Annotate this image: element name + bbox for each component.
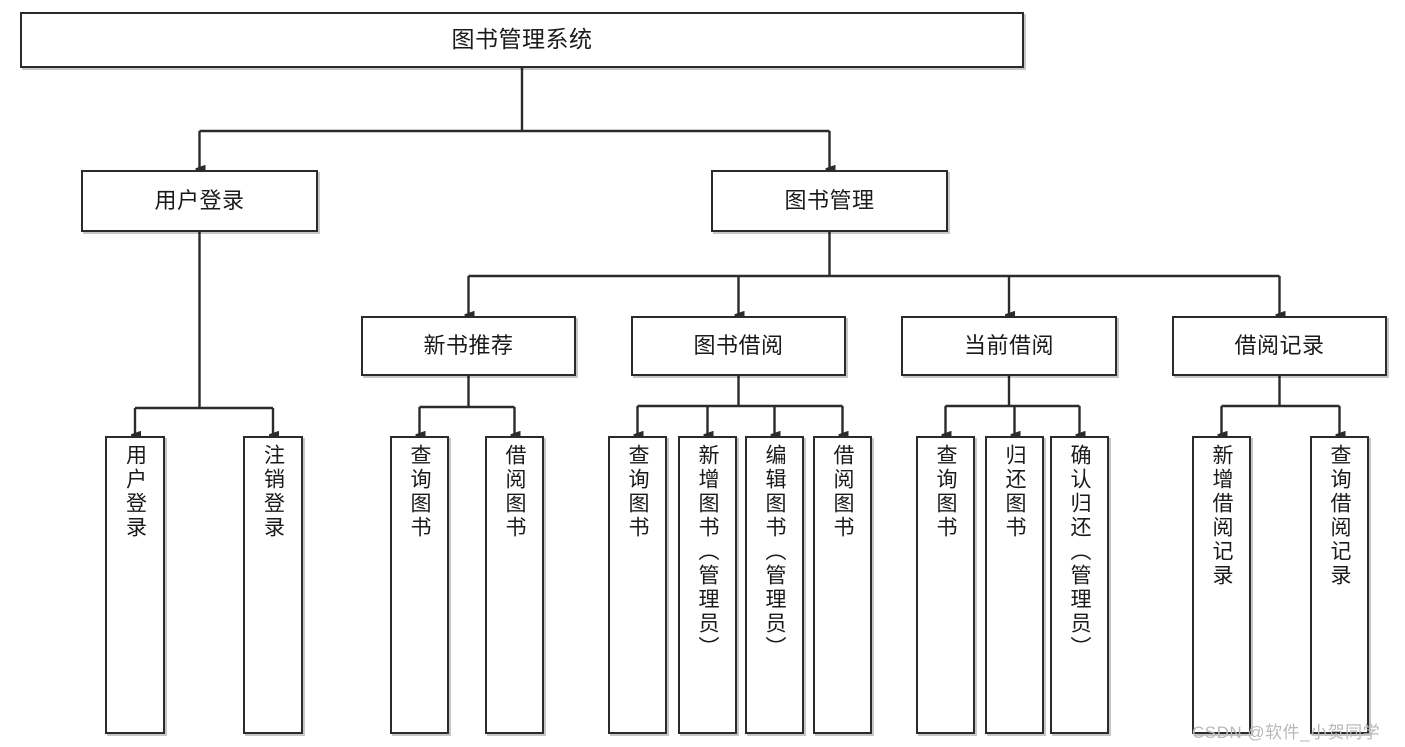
- csdn-watermark: CSDN @软件_小贺同学: [1192, 723, 1381, 742]
- node-leaf-cur-return-book[interactable]: 归还图书: [985, 436, 1044, 734]
- node-root[interactable]: 图书管理系统: [20, 12, 1024, 68]
- node-l3-book-borrow[interactable]: 图书借阅: [631, 316, 846, 376]
- node-label: 查询图书: [934, 444, 957, 540]
- node-label: 新书推荐: [423, 333, 514, 359]
- node-label: 确认归还（管理员）: [1068, 444, 1091, 660]
- node-leaf-borrow-edit-book[interactable]: 编辑图书（管理员）: [745, 436, 804, 734]
- node-label: 新增图书（管理员）: [696, 444, 719, 660]
- node-l3-borrow-record[interactable]: 借阅记录: [1172, 316, 1387, 376]
- node-label: 用户登录: [123, 444, 147, 540]
- node-label: 图书借阅: [693, 333, 784, 359]
- node-label: 注销登录: [261, 444, 285, 540]
- node-label: 图书管理: [784, 188, 875, 214]
- node-leaf-borrow-query-book[interactable]: 查询图书: [608, 436, 667, 734]
- node-label: 图书管理系统: [451, 26, 593, 53]
- node-l2-book-manage[interactable]: 图书管理: [711, 170, 948, 232]
- node-leaf-rec-query-record[interactable]: 查询借阅记录: [1310, 436, 1369, 734]
- node-label: 借阅记录: [1234, 333, 1325, 359]
- node-label: 查询图书: [408, 444, 431, 540]
- node-label: 编辑图书（管理员）: [763, 444, 786, 660]
- node-label: 查询借阅记录: [1328, 444, 1351, 588]
- node-leaf-rec-add-record[interactable]: 新增借阅记录: [1192, 436, 1251, 734]
- node-leaf-cur-confirm-return[interactable]: 确认归还（管理员）: [1050, 436, 1109, 734]
- node-leaf-user-login[interactable]: 用户登录: [105, 436, 165, 734]
- node-leaf-borrow-add-book[interactable]: 新增图书（管理员）: [678, 436, 737, 734]
- node-label: 新增借阅记录: [1210, 444, 1233, 588]
- node-label: 用户登录: [154, 188, 245, 214]
- node-l3-current-borrow[interactable]: 当前借阅: [901, 316, 1117, 376]
- node-leaf-logout[interactable]: 注销登录: [243, 436, 303, 734]
- node-leaf-cur-query-book[interactable]: 查询图书: [916, 436, 975, 734]
- node-label: 借阅图书: [503, 444, 526, 540]
- node-l3-new-book-rec[interactable]: 新书推荐: [361, 316, 576, 376]
- node-l2-user-login[interactable]: 用户登录: [81, 170, 318, 232]
- node-leaf-borrow-lend-book[interactable]: 借阅图书: [813, 436, 872, 734]
- node-label: 查询图书: [626, 444, 649, 540]
- node-label: 当前借阅: [963, 333, 1054, 359]
- node-label: 借阅图书: [831, 444, 854, 540]
- node-leaf-rec-query-book[interactable]: 查询图书: [390, 436, 449, 734]
- node-leaf-rec-borrow-book[interactable]: 借阅图书: [485, 436, 544, 734]
- node-label: 归还图书: [1003, 444, 1026, 540]
